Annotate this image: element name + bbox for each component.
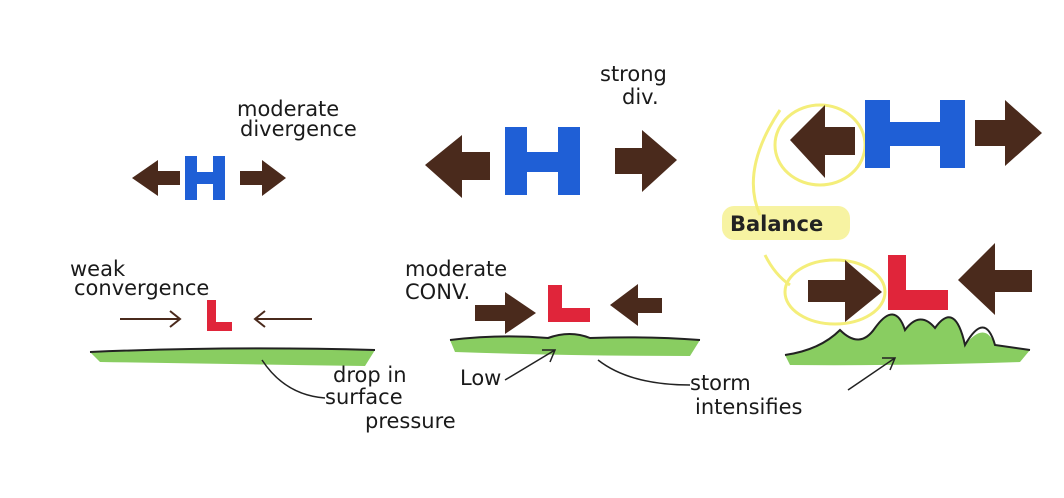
label-convergence: convergence — [74, 276, 209, 300]
ground-surface — [785, 314, 1030, 366]
thin-convergence-arrow-right — [120, 310, 182, 328]
divergence-arrow-right — [975, 100, 1042, 166]
annotations: drop in surface pressure Low storm inten… — [261, 349, 897, 433]
panel-2: strong div. moderate CONV. — [405, 62, 701, 356]
convergence-arrow-left — [610, 284, 662, 326]
label-divergence: divergence — [240, 117, 357, 141]
panel-1: moderate divergence weak convergence — [70, 97, 376, 366]
label-balance: Balance — [730, 212, 823, 236]
ground-line — [89, 347, 376, 353]
convergence-arrow-right — [808, 260, 882, 322]
high-pressure-h — [185, 156, 225, 200]
pointer-arrow-storm — [847, 357, 897, 391]
label-weak: weak — [70, 257, 126, 281]
divergence-arrow-left — [425, 135, 490, 198]
thin-convergence-arrow-left — [253, 310, 312, 328]
low-pressure-l — [548, 285, 590, 322]
divergence-arrow-left — [790, 105, 855, 178]
high-pressure-h — [505, 127, 580, 195]
label-storm: storm — [690, 371, 751, 395]
divergence-arrow-left — [132, 160, 180, 196]
pointer-line-storm — [597, 359, 691, 386]
label-moderate: moderate — [237, 97, 339, 121]
ground-surface — [450, 334, 700, 356]
label-drop-in: drop in — [333, 363, 407, 387]
label-intensifies: intensifies — [695, 395, 802, 419]
low-pressure-l — [207, 300, 232, 331]
divergence-arrow-right — [240, 160, 286, 196]
label-conv: CONV. — [405, 280, 470, 304]
ground-line — [784, 313, 1031, 356]
low-pressure-l — [888, 255, 948, 310]
ground-surface — [90, 348, 375, 366]
ground-line — [449, 333, 701, 341]
convergence-arrow-left — [958, 243, 1032, 315]
balance-highlight — [722, 206, 850, 240]
label-surface: surface — [325, 385, 403, 409]
connector-line — [751, 109, 791, 287]
label-div: div. — [622, 85, 659, 109]
label-moderate: moderate — [405, 257, 507, 281]
label-low: Low — [460, 366, 501, 390]
label-pressure: pressure — [365, 409, 456, 433]
panel-3: Balance — [722, 100, 1042, 366]
highlight-circle-lower — [783, 258, 887, 326]
label-strong: strong — [600, 62, 667, 86]
divergence-arrow-right — [615, 130, 677, 192]
pointer-arrow-low — [504, 349, 557, 381]
convergence-arrow-right — [475, 292, 536, 334]
pointer-line-drop — [261, 359, 326, 399]
high-pressure-h — [865, 100, 965, 168]
